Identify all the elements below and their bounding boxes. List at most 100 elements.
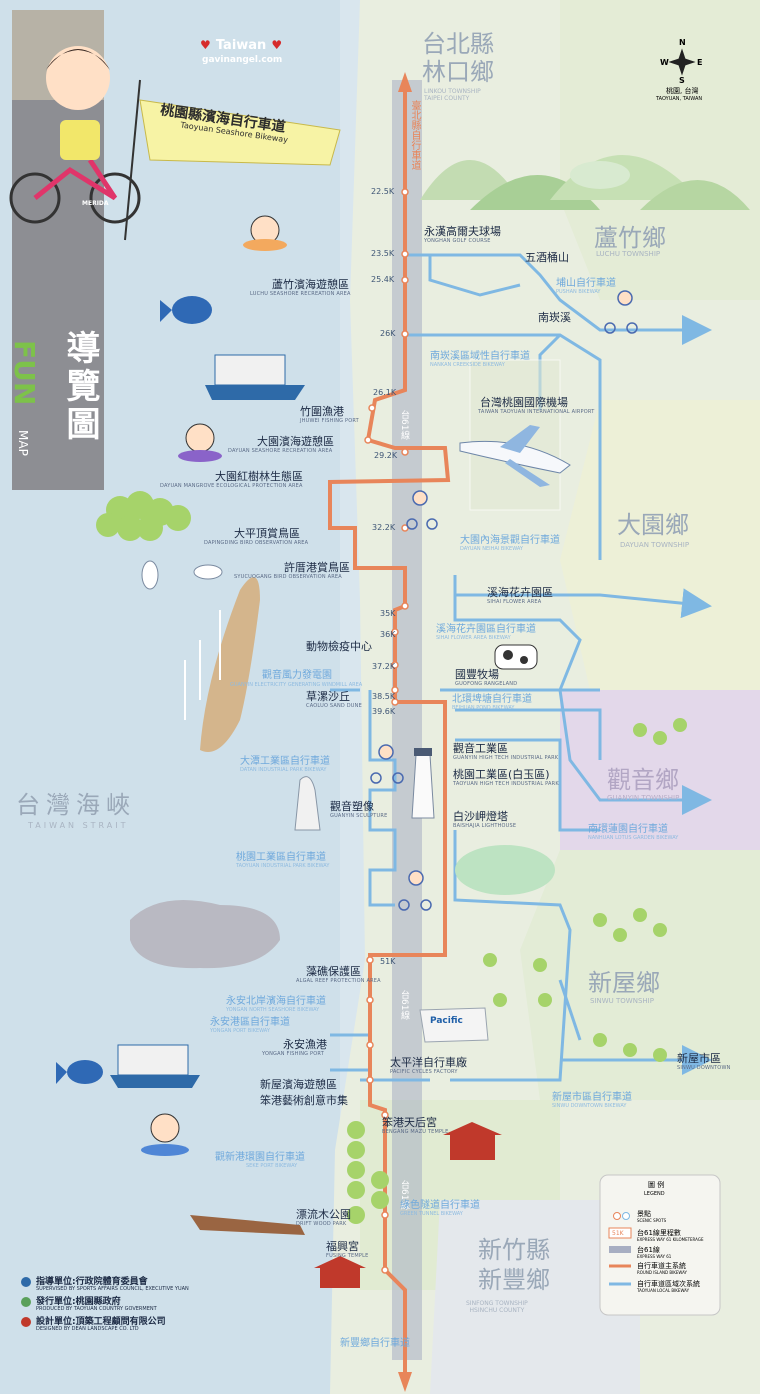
place-windmill: 觀音風力發電園 — [262, 670, 332, 681]
legend-title-en: LEGEND — [644, 1191, 665, 1197]
credit-supervisor: 指導單位:行政院體育委員會 — [36, 1277, 148, 1287]
place-nankan-creek: 南崁溪 — [538, 311, 571, 324]
legend-box — [599, 1174, 721, 1316]
place-jhuwei-port: 竹圍漁港 — [300, 405, 344, 418]
legend-km: 台61線里程數 — [637, 1229, 681, 1237]
place-dayuan-recreation: 大園濱海遊憩區 — [257, 435, 334, 448]
credit-publisher: 發行單位:桃園縣政府 — [36, 1297, 121, 1307]
km-26: 26K — [380, 329, 396, 338]
place-guanyin-industrial: 觀音工業區 — [453, 742, 508, 755]
place-yongan-port-en: YONGAN FISHING PORT — [262, 1051, 324, 1057]
place-bengang-mazu: 笨港天后宮 — [382, 1116, 437, 1129]
place-baishajia-lighthouse: 白沙岬燈塔 — [453, 810, 508, 823]
boat-illustrations — [110, 354, 305, 1088]
factory-sign: Pacific — [430, 1016, 463, 1026]
place-driftwood-park-en: DRIFT WOOD PARK — [296, 1221, 347, 1227]
bikeway-pushan: 埔山自行車道 — [556, 278, 616, 289]
cyclist-icons — [370, 290, 638, 911]
lotus-pond — [455, 845, 555, 895]
place-driftwood-park: 漂流木公園 — [296, 1208, 351, 1221]
km-26-1: 26.1K — [373, 388, 397, 397]
bikeway-yongan-port: 永安港區自行車道 — [210, 1017, 290, 1028]
bikeway-datan-en: DATAN INDUSTRIAL PARK BIKEWAY — [240, 767, 327, 773]
place-guanyin-sculpture-en: GUANYIN SCULPTURE — [330, 813, 388, 819]
legend-scenic-en: SCENIC SPOTS — [637, 1218, 667, 1223]
place-jhuwei-port-en: JHUWEI FISHING PORT — [300, 418, 359, 424]
route-label-61c: 台61線 — [399, 1180, 409, 1210]
km-markers — [364, 188, 409, 1274]
guide-map-title: 導覽圖 — [60, 330, 100, 444]
region-sinwu: 新屋鄉 — [588, 969, 660, 997]
place-algal-reef-en: ALGAL REEF PROTECTION AREA — [296, 978, 381, 984]
bikeway-sinwu-downtown: 新屋市區自行車道 — [552, 1092, 632, 1103]
place-syucuogang-bird-en: SYUCUOGANG BIRD OBSERVATION AREA — [234, 574, 342, 580]
place-syucuogang-bird: 許厝港賞鳥區 — [284, 561, 350, 574]
place-airport: 台灣桃園國際機場 — [480, 396, 568, 409]
legend-km-en: EXPRESS WAY 61 KILOMETERAGE — [637, 1237, 704, 1242]
bikeway-nanhuan: 南環蓮園自行車道 — [588, 824, 668, 835]
place-sinwu-downtown-en: SINWU DOWNTOWN — [677, 1065, 731, 1071]
place-fusing-temple-en: FUSING TEMPLE — [326, 1253, 369, 1259]
place-dayuan-mangrove: 大園紅樹林生態區 — [215, 470, 303, 483]
legend-main-bikeway: 自行車道主系統 — [637, 1262, 686, 1270]
km-22-5: 22.5K — [371, 187, 395, 196]
bikeway-yongan-port-en: YONGAN PORT BIKEWAY — [210, 1028, 270, 1034]
bikeway-sinfong: 新豐鄉自行車道 — [340, 1338, 410, 1349]
sand-dune — [200, 577, 260, 752]
egret-illustrations — [141, 560, 223, 590]
bikeway-pushan-en: PUSHAN BIKEWAY — [556, 289, 601, 295]
region-sinfong: 新竹縣 新豐鄉 — [478, 1236, 550, 1294]
bikeway-dayuan-neihai-en: DAYUAN NEIHAI BIKEWAY — [460, 546, 523, 552]
region-linkou-en: LINKOU TOWNSHIP TAIPEI COUNTY — [424, 88, 481, 102]
credit-icons — [21, 1277, 31, 1327]
km-25-4: 25.4K — [371, 275, 395, 284]
trees — [96, 491, 687, 1224]
bikeway-taoyuan-industrial-en: TAOYUAN INDUSTRIAL PARK BIKEWAY — [236, 863, 330, 869]
compass-n: N — [679, 38, 686, 47]
place-guanyin-industrial-en: GUANYIN HIGH TECH INDUSTRIAL PARK — [453, 755, 559, 761]
bikeway-green-tunnel: 綠色隧道自行車道 — [400, 1200, 480, 1211]
km-38-5: 38.5K — [372, 692, 396, 701]
km-36: 36K — [380, 630, 396, 639]
credit-designer-en: DESIGNED BY DEAN LANDSCAPE CO. LTD — [36, 1326, 139, 1332]
watermark-title-text: Taiwan — [215, 38, 267, 53]
main-bikeway — [328, 90, 451, 1380]
legend-swatches — [608, 1212, 632, 1286]
watermark-title: ♥ Taiwan ♥ — [200, 34, 282, 53]
place-wujiutong: 五酒桶山 — [525, 251, 569, 264]
region-taiwan-strait: 台灣海峽 — [16, 791, 136, 819]
region-sinfong-en: SINFONG TOWNSHIP HSINCHU COUNTY — [466, 1300, 528, 1314]
place-dapingding-bird-en: DAPINGDING BIRD OBSERVATION AREA — [204, 540, 309, 546]
region-linkou: 台北縣 林口鄉 — [422, 30, 494, 86]
place-animal-quarantine: 動物檢疫中心 — [306, 640, 372, 653]
place-guofong-ranch-en: GUOFONG RANGELAND — [455, 681, 518, 687]
credit-publisher-en: PRODUCED BY TAOYUAN COUNTRY GOVERMENT — [36, 1306, 157, 1312]
bikeway-seke-port: 觀新港環園自行車道 — [215, 1152, 305, 1163]
place-dayuan-recreation-en: DAYUAN SEASHORE RECREATION AREA — [228, 448, 333, 454]
bikeway-yongan-north-en: YONGAN NORTH SEASHORE BIKEWAY — [226, 1007, 320, 1013]
place-caoluo-dune: 草漯沙丘 — [306, 690, 350, 703]
cow-illustration — [494, 644, 538, 670]
place-sinwu-recreation: 新屋濱海遊憩區 — [260, 1078, 337, 1091]
place-luchu-recreation: 蘆竹濱海遊憩區 — [272, 278, 349, 291]
region-taiwan-strait-en: TAIWAN STRAIT — [28, 821, 129, 830]
legend-km-sample: 51K — [612, 1230, 624, 1237]
bikeway-sihai-en: SIHAI FLOWER AREA BIKEWAY — [436, 635, 511, 641]
place-baishajia-lighthouse-en: BAISHAJIA LIGHTHOUSE — [453, 823, 517, 829]
legend-expressway: 台61線 — [637, 1246, 660, 1254]
heart-icon: ♥ — [200, 38, 211, 52]
bikeway-sinwu-downtown-en: SINWU DOWNTOWN BIKEWAY — [552, 1103, 627, 1109]
place-luchu-recreation-en: LUCHU SEASHORE RECREATION AREA — [250, 291, 351, 297]
compass-place: 桃園, 台灣 — [666, 87, 699, 95]
place-airport-en: TAIWAN TAOYUAN INTERNATIONAL AIRPORT — [478, 409, 595, 415]
algal-reef — [130, 900, 280, 969]
km-32-2: 32.2K — [372, 523, 396, 532]
legend-local-bikeway: 自行車道區域次系統 — [637, 1280, 700, 1288]
fish-illustrations — [56, 296, 212, 1084]
bikeway-datan: 大潭工業區自行車道 — [240, 756, 330, 767]
bikeway-nankan-en: NANKAN CREEKSIDE BIKEWAY — [430, 362, 505, 368]
credit-supervisor-en: SUPERVISED BY SPORTS AFFAIRS COUNCIL, EX… — [36, 1286, 189, 1292]
compass-e: E — [697, 58, 703, 67]
guanyin-statue — [294, 776, 321, 831]
